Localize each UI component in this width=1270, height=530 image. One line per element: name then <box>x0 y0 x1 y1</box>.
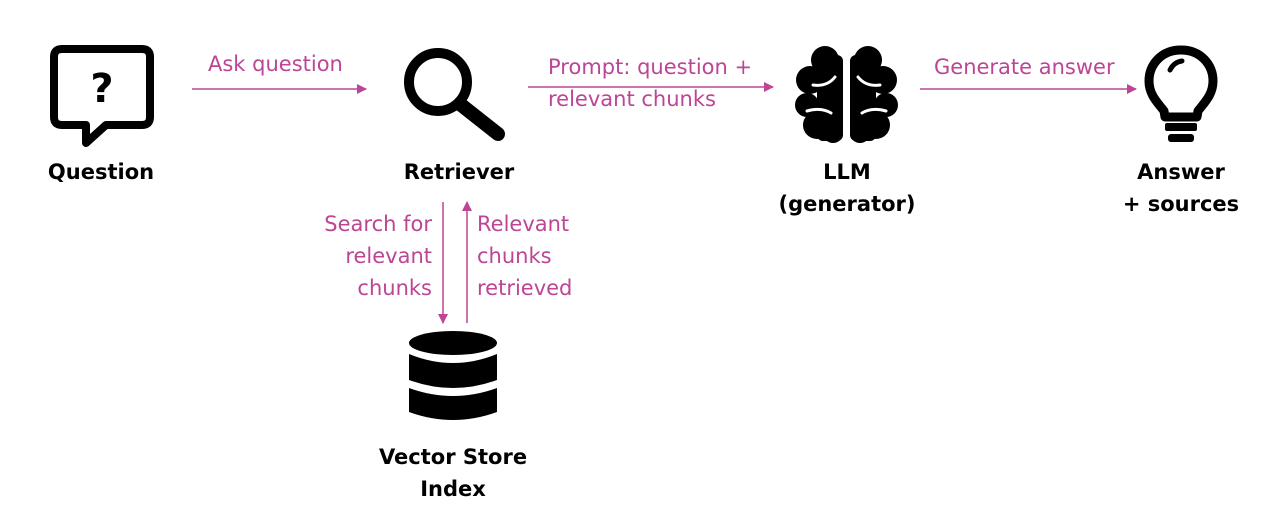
retriever-label: Retriever <box>403 160 515 184</box>
ask-question-label: Ask question <box>208 52 343 76</box>
question-label: Question <box>47 160 155 184</box>
generate-answer-label: Generate answer <box>934 55 1115 79</box>
vector-store-label: Vector Store Index <box>378 445 528 501</box>
brain-icon <box>795 46 898 143</box>
retrieved-label: Relevant chunks retrieved <box>477 212 573 300</box>
llm-label: LLM (generator) <box>778 160 916 216</box>
search-icon <box>404 48 505 141</box>
prompt-label: Prompt: question + relevant chunks <box>548 55 753 111</box>
question-bubble-icon: ? <box>50 45 154 147</box>
answer-label: Answer + sources <box>1122 160 1240 216</box>
database-icon <box>409 331 497 420</box>
search-label: Search for relevant chunks <box>324 212 432 300</box>
lightbulb-icon <box>1144 45 1218 142</box>
svg-text:?: ? <box>90 66 113 112</box>
